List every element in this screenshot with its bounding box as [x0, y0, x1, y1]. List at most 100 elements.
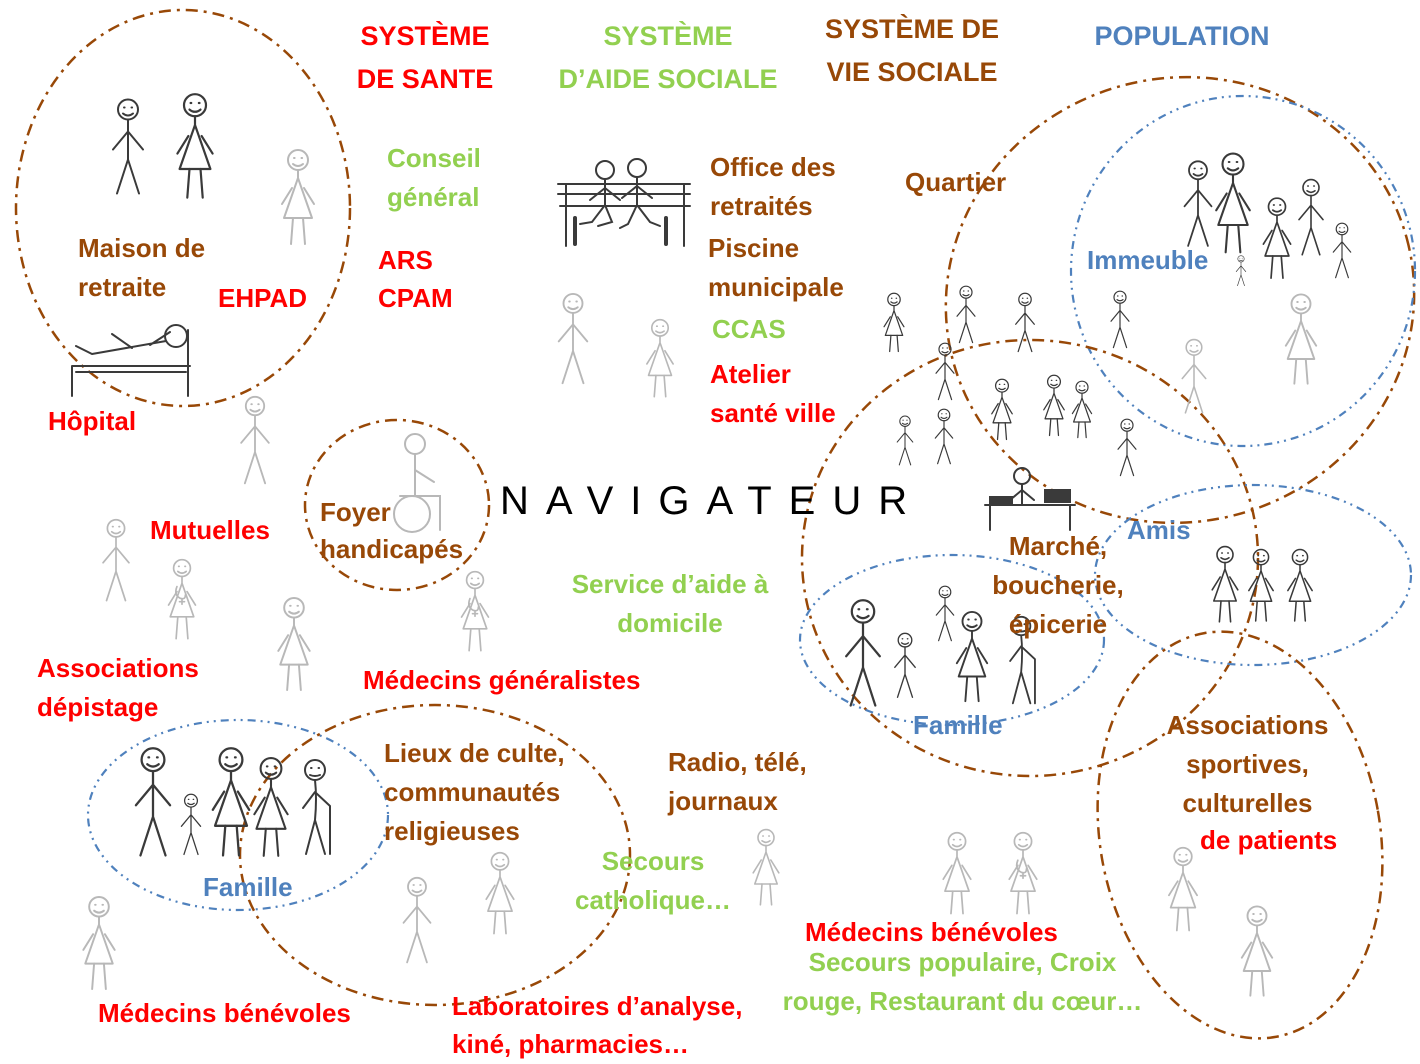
man-figure-icon: [557, 292, 589, 385]
label-line: Office des: [710, 152, 836, 182]
man-figure-icon: [1110, 290, 1130, 349]
center-title-navigateur: NAVIGATEUR: [500, 479, 925, 523]
label-line: journaux: [668, 786, 778, 816]
label-line: dépistage: [37, 692, 159, 722]
label-laboratoires: Laboratoires d’analyse, kiné, pharmacies…: [452, 987, 742, 1063]
man-figure-icon: [102, 518, 130, 602]
label-secours-catholique: Secours catholique…: [558, 842, 748, 920]
label-maison-de-retraite: Maison de retraite: [78, 229, 205, 307]
woman-with-bag-figure-icon: [883, 292, 905, 353]
label-atelier-sante-ville: Atelier santé ville: [710, 355, 836, 433]
label-amis: Amis: [1127, 515, 1191, 545]
header-systeme-de-sante: SYSTÈME DE SANTE: [340, 15, 510, 101]
label-line: kiné, pharmacies…: [452, 1029, 689, 1059]
label-marche-boucherie-epicerie: Marché, boucherie, épicerie: [973, 527, 1143, 644]
header-line: SYSTÈME DE: [824, 14, 1000, 44]
woman-figure-icon: [1262, 197, 1292, 279]
label-line: retraite: [78, 272, 167, 302]
ellipse-quartier: [944, 75, 1416, 525]
woman-figure-icon: [1215, 152, 1251, 254]
ellipse-amis: [1093, 483, 1413, 667]
woman-figure-icon: [82, 895, 116, 991]
label-line: santé ville: [710, 398, 836, 428]
man-figure-icon: [934, 408, 954, 465]
label-radio-tele-journaux: Radio, télé, journaux: [668, 743, 807, 821]
label-line: Foyer: [320, 497, 391, 527]
ellipse-immeuble: [1069, 94, 1417, 448]
label-line: Associations: [1166, 710, 1329, 740]
woman-figure-icon: [942, 831, 972, 915]
label-immeuble: Immeuble: [1087, 245, 1209, 275]
elder-figure-icon: [301, 758, 332, 856]
label-line: culturelles: [1182, 788, 1313, 818]
woman-figure-icon: [1287, 548, 1313, 622]
label-line: Secours populaire, Croix: [808, 947, 1117, 977]
header-line: SYSTÈME: [603, 21, 733, 51]
label-line: Laboratoires d’analyse,: [452, 991, 743, 1021]
father-figure-icon: [134, 746, 172, 857]
woman-figure-icon: [1240, 905, 1274, 997]
label-quartier: Quartier: [905, 167, 1007, 197]
man-figure-icon: [111, 98, 145, 195]
label-line: Associations: [37, 653, 199, 683]
label-medecins-benevoles-gauche: Médecins bénévoles: [98, 998, 351, 1028]
header-systeme-vie-sociale: SYSTÈME DE VIE SOCIALE: [812, 8, 1012, 94]
woman-figure-icon: [1211, 545, 1239, 623]
header-line: D’AIDE SOCIALE: [558, 64, 778, 94]
seated-figure-icon: [896, 415, 914, 466]
mother-figure-icon: [211, 747, 251, 857]
man-figure-icon: [1183, 160, 1213, 247]
label-mutuelles: Mutuelles: [150, 515, 270, 545]
doctor-figure-icon: [167, 558, 197, 640]
label-lieux-de-culte: Lieux de culte, communautés religieuses: [384, 734, 565, 851]
label-ehpad: EHPAD: [218, 283, 308, 313]
label-line: Secours: [601, 846, 705, 876]
woman-figure-icon: [1071, 380, 1093, 439]
header-line: DE SANTE: [356, 64, 494, 94]
label-famille-droite: Famille: [913, 710, 1003, 740]
child-figure-icon: [935, 585, 955, 642]
label-associations-sportives-culturelles: Associations sportives, culturelles: [1150, 706, 1345, 823]
label-line: rouge, Restaurant du cœur…: [782, 986, 1143, 1016]
label-de-patients: de patients: [1200, 825, 1338, 855]
doctor-figure-icon: [460, 570, 490, 652]
woman-figure-icon: [253, 757, 289, 857]
label-ars-cpam: ARS CPAM: [378, 241, 453, 317]
father-figure-icon: [844, 598, 882, 707]
label-line: Piscine: [708, 233, 800, 263]
woman-figure-icon: [176, 92, 214, 199]
wheelchair-user-icon: [393, 433, 441, 533]
woman-figure-icon: [485, 851, 515, 935]
label-line: Conseil: [387, 143, 481, 173]
label-line: Lieux de culte,: [384, 738, 565, 768]
man-figure-icon: [240, 395, 270, 485]
label-line: CPAM: [378, 283, 453, 313]
label-service-aide-domicile: Service d’aide à domicile: [558, 565, 782, 643]
label-line: municipale: [708, 272, 844, 302]
label-line: épicerie: [1008, 609, 1108, 639]
woman-figure-icon: [752, 828, 780, 906]
man-figure-icon: [935, 342, 955, 401]
label-line: retraités: [710, 191, 813, 221]
label-famille-gauche: Famille: [203, 872, 293, 902]
label-foyer-handicapes: Foyer handicapés: [320, 494, 463, 568]
bench-elderly-icon: [557, 158, 691, 247]
woman-figure-icon: [277, 596, 311, 692]
label-line: Atelier: [710, 359, 791, 389]
header-systeme-aide-sociale: SYSTÈME D’AIDE SOCIALE: [543, 15, 793, 101]
label-secours-populaire: Secours populaire, Croix rouge, Restaura…: [760, 943, 1165, 1021]
label-line: catholique…: [574, 885, 731, 915]
label-line: sportives,: [1186, 749, 1309, 779]
label-hopital: Hôpital: [48, 406, 137, 436]
man-figure-icon: [1117, 418, 1137, 477]
ellipse-associations: [1096, 630, 1384, 1040]
child-figure-icon: [180, 793, 202, 856]
woman-figure-icon: [645, 318, 675, 398]
label-line: Maison de: [78, 233, 206, 263]
man-figure-icon: [402, 876, 432, 964]
woman-figure-icon: [281, 149, 315, 245]
label-line: religieuses: [384, 816, 520, 846]
label-line: Service d’aide à: [571, 569, 769, 599]
label-associations-depistage: Associations dépistage: [37, 649, 199, 727]
man-figure-icon: [1297, 178, 1325, 256]
